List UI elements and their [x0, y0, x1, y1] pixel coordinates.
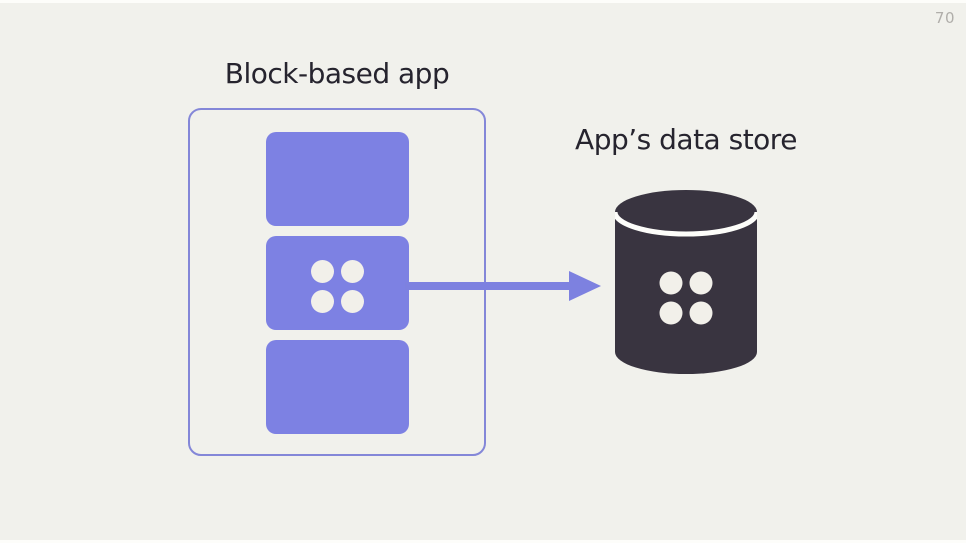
four-dots-icon — [310, 259, 364, 313]
app-block — [265, 236, 409, 330]
page-number: 70 — [934, 9, 955, 27]
app-blocks-container — [188, 108, 486, 456]
dot — [340, 289, 364, 313]
dot — [340, 259, 364, 283]
app-block — [265, 132, 409, 226]
app-title: Block-based app — [224, 57, 450, 90]
four-dots-icon — [659, 271, 713, 325]
arrow-right-icon — [405, 271, 601, 301]
app-block — [265, 340, 409, 434]
dot — [310, 289, 334, 313]
store-title: App’s data store — [575, 123, 797, 156]
dot — [310, 259, 334, 283]
database-cylinder-icon — [615, 190, 757, 374]
